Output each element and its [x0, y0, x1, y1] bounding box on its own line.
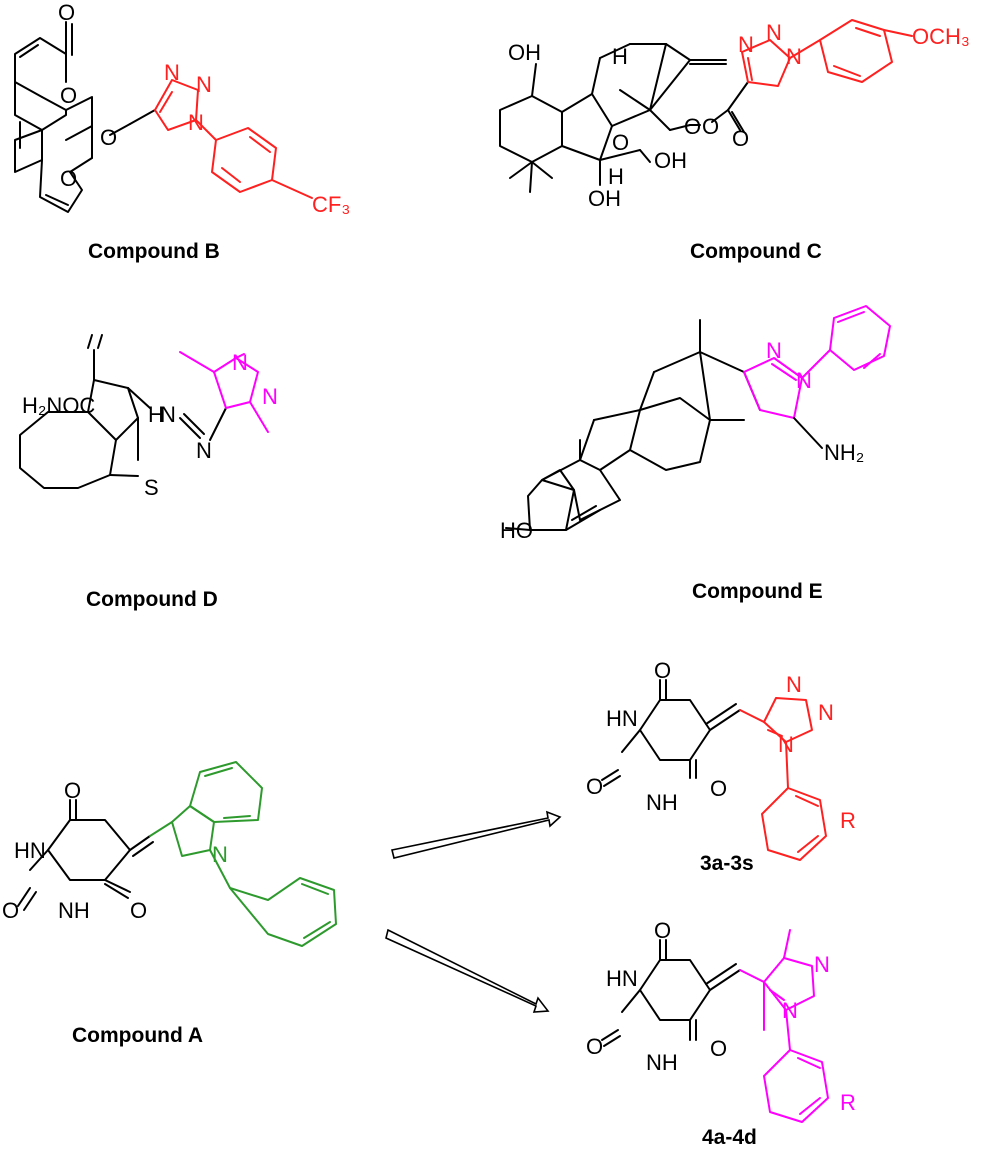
atom-label: N: [738, 32, 754, 57]
compound-d: [19, 334, 269, 489]
arrow-to-3-series: [391, 810, 562, 859]
atom-label: O: [586, 774, 603, 799]
atom-label: O: [732, 126, 749, 151]
atom-label: HN: [606, 706, 638, 731]
caption-compound-e: Compound E: [692, 580, 823, 603]
atom-label: O: [60, 166, 77, 191]
atom-label: N: [196, 438, 212, 463]
atom-label: O: [58, 0, 75, 25]
atom-label: O: [64, 778, 81, 803]
compound-e-labels: N N NH₂ HO Compound E: [500, 338, 864, 603]
atom-label: OH: [654, 148, 687, 173]
atom-label: O: [654, 658, 671, 683]
atom-label: O: [100, 125, 117, 150]
atom-label: N: [818, 700, 834, 725]
atom-label: O: [586, 1034, 603, 1059]
atom-label: N: [232, 350, 248, 375]
caption-series-3: 3a-3s: [700, 852, 754, 875]
compound-c: [499, 19, 913, 193]
atom-label: R: [840, 808, 856, 833]
atom-label: CF₃: [312, 192, 350, 217]
series-4-labels: O HN O NH O N N R 4a-4d: [586, 918, 856, 1149]
atom-label: O: [702, 114, 719, 139]
atom-label: O: [60, 83, 77, 108]
series-4-structure: [601, 929, 829, 1123]
atom-label: NH₂: [824, 440, 864, 465]
atom-label: N: [786, 672, 802, 697]
atom-label: N: [160, 402, 176, 427]
atom-label: H: [612, 44, 628, 69]
arrow-to-4-series: [385, 928, 550, 1013]
atom-label: O: [2, 898, 19, 923]
caption-compound-d: Compound D: [86, 588, 218, 611]
atom-label: NH: [646, 790, 678, 815]
series-3-structure: [601, 679, 827, 861]
atom-label: HN: [606, 966, 638, 991]
atom-label: OH: [588, 186, 621, 211]
atom-label: N: [796, 368, 812, 393]
series-3-labels: O HN O NH O N N N R 3a-3s: [586, 658, 856, 875]
compound-d-labels: H₂NOC H N N S N N Compound D: [22, 350, 278, 611]
caption-series-4: 4a-4d: [702, 1126, 757, 1149]
atom-label: O: [710, 776, 727, 801]
atom-label: HO: [500, 518, 533, 543]
compound-b-labels: O O O O N N N CF₃ Compound B: [58, 0, 350, 263]
compound-a-labels: O HN O NH O N Compound A: [2, 778, 228, 1047]
atom-label: NH: [646, 1050, 678, 1075]
atom-label: N: [766, 20, 782, 45]
atom-label: N: [766, 338, 782, 363]
atom-label: OCH₃: [912, 24, 970, 49]
atom-label: O: [612, 130, 629, 155]
compound-b: [14, 21, 313, 213]
caption-compound-a: Compound A: [72, 1024, 203, 1047]
atom-label: N: [262, 384, 278, 409]
arrows: [385, 810, 562, 1013]
atom-label: OH: [508, 40, 541, 65]
atom-label: HN: [14, 838, 46, 863]
atom-label: N: [196, 72, 212, 97]
atom-label: H: [608, 164, 624, 189]
atom-label: N: [778, 732, 794, 757]
atom-label: O: [654, 918, 671, 943]
atom-label: S: [144, 475, 159, 500]
atom-label: N: [188, 110, 204, 135]
compound-c-labels: OH H H O O O O OH OH N N N OCH₃ Compound…: [508, 20, 970, 263]
atom-label: NH: [58, 898, 90, 923]
compound-a: [17, 761, 337, 947]
atom-label: N: [782, 998, 798, 1023]
atom-label: N: [164, 60, 180, 85]
compound-e: [505, 305, 891, 531]
atom-label: H₂NOC: [22, 393, 95, 418]
atom-label: H: [148, 402, 164, 427]
caption-compound-c: Compound C: [690, 240, 822, 263]
atom-label: O: [130, 898, 147, 923]
atom-label: R: [840, 1090, 856, 1115]
atom-label: O: [710, 1036, 727, 1061]
atom-label: N: [814, 952, 830, 977]
atom-label: N: [212, 842, 228, 867]
atom-label: O: [684, 114, 701, 139]
caption-compound-b: Compound B: [88, 240, 220, 263]
atom-label: N: [786, 44, 802, 69]
